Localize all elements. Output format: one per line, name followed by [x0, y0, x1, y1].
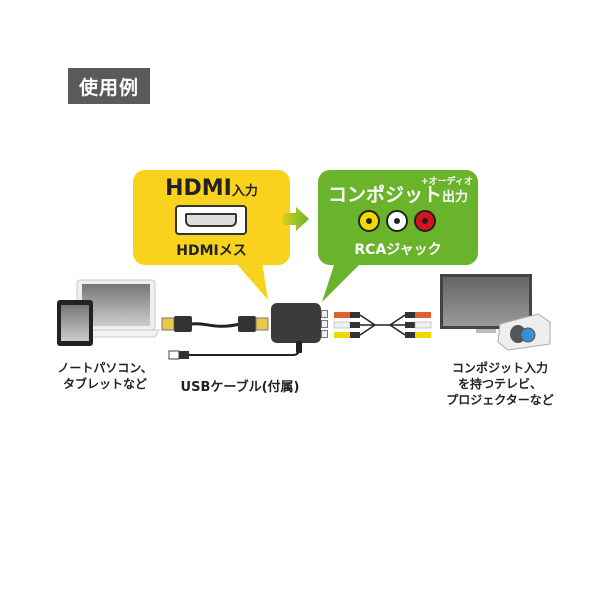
port-3	[321, 330, 328, 338]
tv-projector-icon	[440, 274, 551, 351]
right-arrow-icon	[283, 207, 309, 231]
hdmi-female-label: HDMIメス	[176, 243, 247, 259]
port-2	[321, 320, 328, 328]
rca-cable-icon	[333, 312, 432, 338]
port-1	[321, 310, 328, 318]
usb-cable-label: USBケーブル(付属)	[180, 380, 300, 395]
source-device-label: ノートパソコン、 タブレットなど	[57, 361, 153, 391]
usage-example-badge: 使用例	[68, 68, 150, 104]
rca-jack-label: RCAジャック	[354, 242, 442, 258]
rca-jack-white-icon	[386, 210, 408, 232]
usb-plug	[296, 341, 302, 353]
rca-jack-yellow-icon	[358, 210, 380, 232]
laptop-tablet-icon	[57, 279, 160, 346]
composite-output-callout: +オーディオ コンポジット出力 RCAジャック	[318, 170, 478, 265]
composite-output-title: コンポジット出力	[327, 184, 469, 206]
destination-device-label: コンポジット入力 を持つテレビ、 プロジェクターなど	[446, 361, 554, 407]
hdmi-port-icon	[175, 205, 247, 235]
hdmi-input-callout: HDMI入力 HDMIメス	[133, 170, 290, 265]
plus-audio-note: +オーディオ	[421, 177, 473, 187]
hdmi-input-title: HDMI入力	[165, 176, 258, 201]
usb-cable-icon	[168, 340, 300, 360]
rca-jack-red-icon	[414, 210, 436, 232]
converter-box	[271, 303, 321, 343]
hdmi-cable-icon	[161, 316, 269, 332]
